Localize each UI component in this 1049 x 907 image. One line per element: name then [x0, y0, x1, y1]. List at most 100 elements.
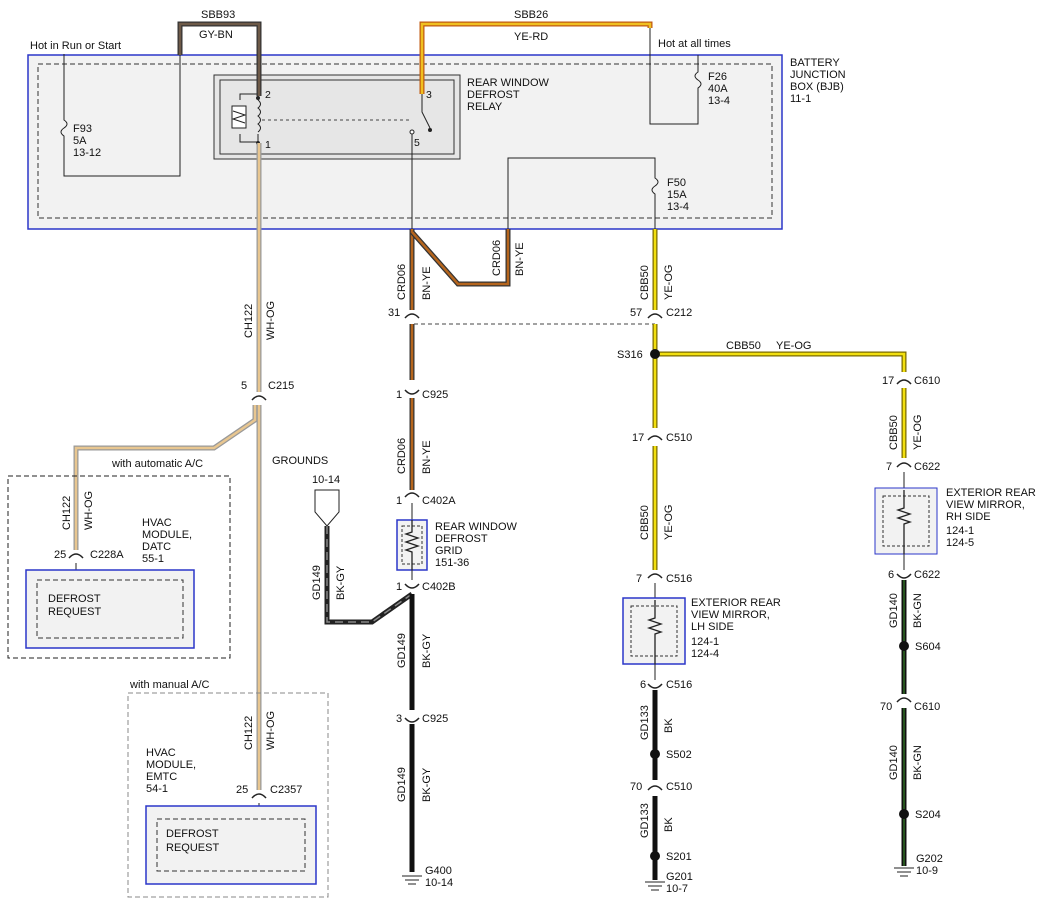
c925a-name: C925: [422, 389, 448, 401]
fuse-f93-rating: 5A: [73, 135, 87, 147]
datc-label-3: DATC: [142, 541, 171, 553]
emtc-label-3: EMTC: [146, 771, 177, 783]
grounds-ref: 10-14: [312, 474, 340, 486]
c402b-name: C402B: [422, 581, 456, 593]
rear-window-defrost-relay: REAR WINDOW DEFROST RELAY 2 1 3 5: [213, 74, 550, 160]
connector-c402a: 1 C402A: [396, 492, 456, 507]
grid-label-1: REAR WINDOW: [435, 521, 518, 533]
crd06-color-2: BN-YE: [514, 242, 526, 276]
grid-label-4: 151-36: [435, 557, 469, 569]
c622b-name: C622: [914, 569, 940, 581]
connector-c610-bottom: 70 C610: [880, 697, 940, 713]
exterior-mirror-rh: EXTERIOR REAR VIEW MIRROR, RH SIDE 124-1…: [874, 487, 1036, 555]
c31-pin: 31: [388, 307, 400, 319]
crd06-circuit-1: CRD06: [396, 264, 408, 300]
emtc-label-1: HVAC: [146, 747, 176, 759]
connector-pin-31: 31: [388, 307, 420, 319]
datc-defrost-2: REQUEST: [48, 606, 101, 618]
crd06-circuit-3: CRD06: [396, 438, 408, 474]
c228a-pin: 25: [54, 549, 66, 561]
grid-label-2: DEFROST: [435, 533, 488, 545]
c925b-pin: 3: [396, 713, 402, 725]
g400-ref: 10-14: [425, 877, 453, 889]
gd149-color-3: BK-GY: [421, 767, 433, 802]
ground-g400: G400 10-14: [402, 865, 453, 889]
splice-s604: S604: [899, 641, 941, 653]
connector-c622-bottom: 6 C622: [888, 554, 940, 581]
s316-name: S316: [617, 349, 643, 361]
wire-gd140: GD140 BK-GN GD140 BK-GN: [888, 580, 924, 866]
connector-c212: 57 C212: [630, 307, 692, 319]
mirror-lh-2: VIEW MIRROR,: [691, 609, 770, 621]
datc-label-1: HVAC: [142, 517, 172, 529]
datc-defrost-1: DEFROST: [48, 593, 101, 605]
relay-label-2: DEFROST: [467, 89, 520, 101]
relay-pin-5: 5: [414, 137, 420, 149]
fuse-f93-name: F93: [73, 123, 92, 135]
fuse-f50-ref: 13-4: [667, 201, 689, 213]
cbb50-circuit-3: CBB50: [639, 505, 651, 540]
c402b-pin: 1: [396, 581, 402, 593]
c610b-name: C610: [914, 701, 940, 713]
connector-c622-top: 7 C622: [886, 461, 940, 473]
connector-c510: 17 C510: [632, 432, 692, 444]
hot-run-start-label: Hot in Run or Start: [30, 40, 121, 52]
c516b-pin: 6: [640, 679, 646, 691]
gd140-color-2: BK-GN: [912, 745, 924, 780]
hvac-module-datc: 25 C228A HVAC MODULE, DATC 55-1 DEFROST …: [7, 475, 231, 659]
gd140-circuit-1: GD140: [888, 593, 900, 628]
relay-pin-3: 3: [426, 89, 432, 101]
cbb50-color-3: YE-OG: [663, 505, 675, 540]
c622a-name: C622: [914, 461, 940, 473]
grid-label-3: GRID: [435, 545, 463, 557]
c215-name: C215: [268, 380, 294, 392]
connector-c925-top: 1 C925: [396, 389, 448, 401]
c622a-pin: 7: [886, 461, 892, 473]
c212-pin: 57: [630, 307, 642, 319]
connector-c402b: 1 C402B: [396, 570, 456, 593]
ground-g201: G201 10-7: [645, 871, 693, 895]
mirror-rh-4: 124-1: [946, 525, 974, 537]
c510-name: C510: [666, 432, 692, 444]
wire-gd149: GD149 BK-GY GD149 BK-GY GD149 BK-GY: [311, 526, 433, 872]
hvac-module-emtc: with manual A/C 25 C2357 HVAC MODULE, EM…: [127, 679, 329, 898]
c510-pin: 17: [632, 432, 644, 444]
s201-name: S201: [666, 851, 692, 863]
g201-ref: 10-7: [666, 883, 688, 895]
ch122-color-3: WH-OG: [265, 711, 277, 750]
cbb50-color-2: YE-OG: [776, 340, 811, 352]
splice-s204: S204: [899, 809, 941, 821]
ch122-circuit: CH122: [243, 304, 255, 338]
ch122-color-2: WH-OG: [83, 491, 95, 530]
c402a-name: C402A: [422, 495, 456, 507]
c516b-name: C516: [666, 679, 692, 691]
c228a-name: C228A: [90, 549, 124, 561]
connector-c510-bottom: 70 C510: [630, 781, 692, 793]
bjb-title-2: JUNCTION: [790, 69, 846, 81]
c510b-pin: 70: [630, 781, 642, 793]
gd140-circuit-2: GD140: [888, 745, 900, 780]
gd133-color-2: BK: [663, 817, 675, 832]
c925a-pin: 1: [396, 389, 402, 401]
bjb-title-1: BATTERY: [790, 57, 840, 69]
sbb93-color: GY-BN: [199, 29, 233, 41]
with-manual-ac-label: with manual A/C: [129, 679, 210, 691]
cbb50-circuit-4: CBB50: [888, 415, 900, 450]
c516a-pin: 7: [636, 573, 642, 585]
s204-name: S204: [915, 809, 941, 821]
with-auto-ac-label: with automatic A/C: [111, 458, 203, 470]
datc-label-4: 55-1: [142, 553, 164, 565]
wire-ch122: CH122 WH-OG CH122 WH-OG CH122 WH-OG: [61, 143, 277, 820]
fuse-f50-rating: 15A: [667, 189, 687, 201]
emtc-label-2: MODULE,: [146, 759, 196, 771]
mirror-rh-2: VIEW MIRROR,: [946, 499, 1025, 511]
sbb26-circuit: SBB26: [514, 9, 548, 21]
gd133-circuit-2: GD133: [639, 803, 651, 838]
gd149-color-2: BK-GY: [421, 633, 433, 668]
wire-crd06: CRD06 BN-YE CRD06 BN-YE CRD06 BN-YE: [396, 134, 526, 520]
c622b-pin: 6: [888, 569, 894, 581]
connector-c925-bottom: 3 C925: [396, 713, 448, 725]
fuse-f50-name: F50: [667, 177, 686, 189]
gd149-circuit-1: GD149: [311, 565, 323, 600]
c2357-name: C2357: [270, 784, 302, 796]
